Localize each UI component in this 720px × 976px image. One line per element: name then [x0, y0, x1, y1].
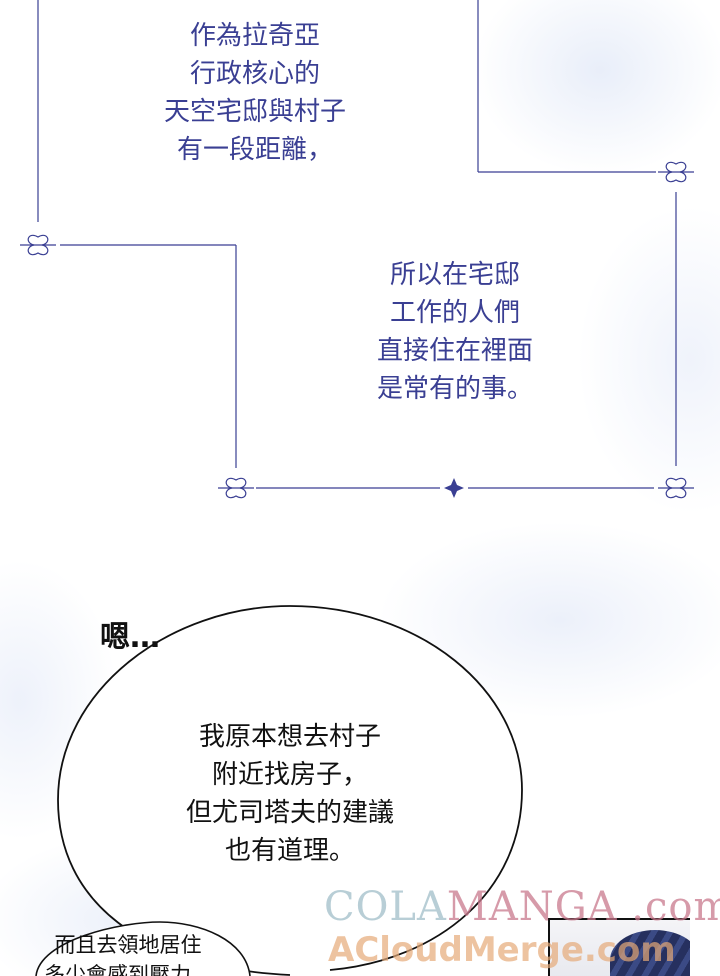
- caption-line: 直接住在裡面: [376, 336, 533, 366]
- character-art-corner: [548, 918, 690, 976]
- watermark-line-1: COLAMANGA .com: [324, 884, 720, 930]
- speech-bubble-outline: [57, 605, 523, 976]
- watermark-part: COLA: [324, 884, 447, 930]
- flourish-ornament: [658, 477, 694, 499]
- caption-line: 天空宅邸與村子: [163, 97, 346, 127]
- caption-line: 所以在宅邸: [389, 260, 520, 290]
- star-ornament: [444, 478, 464, 498]
- caption-line: 有一段距離，: [176, 135, 333, 165]
- bottom-bubble-outline: [35, 921, 251, 976]
- flourish-ornament: [658, 161, 694, 183]
- exclamation-text: 嗯…: [100, 620, 160, 655]
- bottom-bubble-text: 而且去領地居住 多少會感到壓力。: [44, 930, 212, 976]
- bubble-line: 我原本想去村子: [198, 722, 381, 752]
- caption-line: 是常有的事。: [376, 374, 533, 404]
- bubble-line: 附近找房子，: [211, 760, 368, 790]
- caption-line: 作為拉奇亞: [189, 21, 320, 51]
- narration-caption-middle: 所以在宅邸 工作的人們 直接住在裡面 是常有的事。: [340, 256, 570, 408]
- bubble-line: 多少會感到壓力。: [44, 963, 212, 976]
- bubble-line: 而且去領地居住: [54, 933, 202, 957]
- caption-line: 工作的人們: [389, 298, 520, 328]
- site-watermark: COLAMANGA .com ACloudMerge.com: [318, 884, 720, 976]
- watermark-part: MANGA: [446, 884, 618, 930]
- character-hat-stripes: [610, 930, 690, 976]
- flourish-ornament: [20, 234, 56, 256]
- speech-bubble-text: 我原本想去村子 附近找房子， 但尤司塔夫的建議 也有道理。: [150, 718, 430, 870]
- flourish-ornament: [218, 477, 254, 499]
- bubble-line: 也有道理。: [224, 836, 355, 866]
- watermark-line-2: ACloudMerge.com: [328, 930, 676, 970]
- caption-line: 行政核心的: [189, 59, 320, 89]
- narration-caption-top: 作為拉奇亞 行政核心的 天空宅邸與村子 有一段距離，: [120, 17, 390, 169]
- bubble-line: 但尤司塔夫的建議: [185, 798, 394, 828]
- watermark-part: .com: [631, 884, 720, 930]
